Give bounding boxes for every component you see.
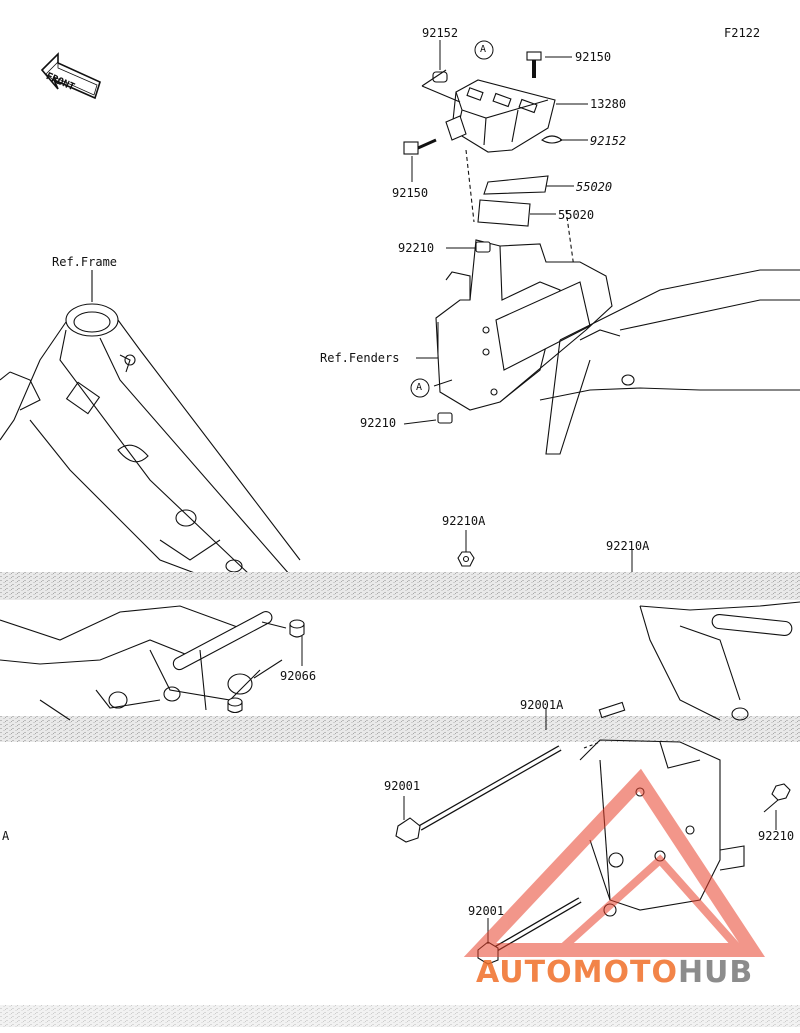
part-92150-top: 92150 xyxy=(575,50,612,64)
scan-noise-band xyxy=(0,572,800,600)
ref-frame: Ref.Frame xyxy=(52,255,118,269)
part-92150-left: 92150 xyxy=(392,186,429,200)
callout-letter: A xyxy=(480,44,487,55)
ref-fenders: Ref.Fenders xyxy=(320,351,400,365)
part-edge-a: A xyxy=(2,829,10,843)
part-92210A-right: 92210A xyxy=(606,539,650,553)
callout-letter: A xyxy=(416,382,423,393)
footrest-bracket xyxy=(0,605,305,721)
part-92152: 92152 xyxy=(422,26,459,40)
part-92152-mid: 92152 xyxy=(590,134,627,148)
part-13280: 13280 xyxy=(590,97,627,111)
watermark-text: AUTOMOTOHUB xyxy=(476,955,753,990)
scan-noise-band xyxy=(0,1005,800,1027)
scan-noise-band xyxy=(0,716,800,742)
watermark-part2: HUB xyxy=(677,955,754,990)
rear-mount-bracket xyxy=(395,601,800,965)
front-arrow-icon xyxy=(40,52,101,100)
watermark-logo xyxy=(463,768,765,957)
watermark-part1: AUTOMOTO xyxy=(476,955,678,990)
part-92210A-center: 92210A xyxy=(442,514,486,528)
part-92001A: 92001A xyxy=(520,698,564,712)
leader-lines xyxy=(301,40,777,944)
part-92001-left: 92001 xyxy=(384,779,421,793)
part-92066: 92066 xyxy=(280,669,317,683)
part-55020-a: 55020 xyxy=(576,180,613,194)
figure-code: F2122 xyxy=(724,26,761,40)
frame-drawing xyxy=(0,270,301,576)
part-92210-top: 92210 xyxy=(398,241,435,255)
nut-92210A xyxy=(457,551,475,567)
part-92001-bottom: 92001 xyxy=(468,904,505,918)
part-92210-right: 92210 xyxy=(758,829,795,843)
callout-a-icon xyxy=(410,40,494,398)
part-55020-b: 55020 xyxy=(558,208,595,222)
bracket-assembly xyxy=(403,51,800,455)
part-92210-mid: 92210 xyxy=(360,416,397,430)
